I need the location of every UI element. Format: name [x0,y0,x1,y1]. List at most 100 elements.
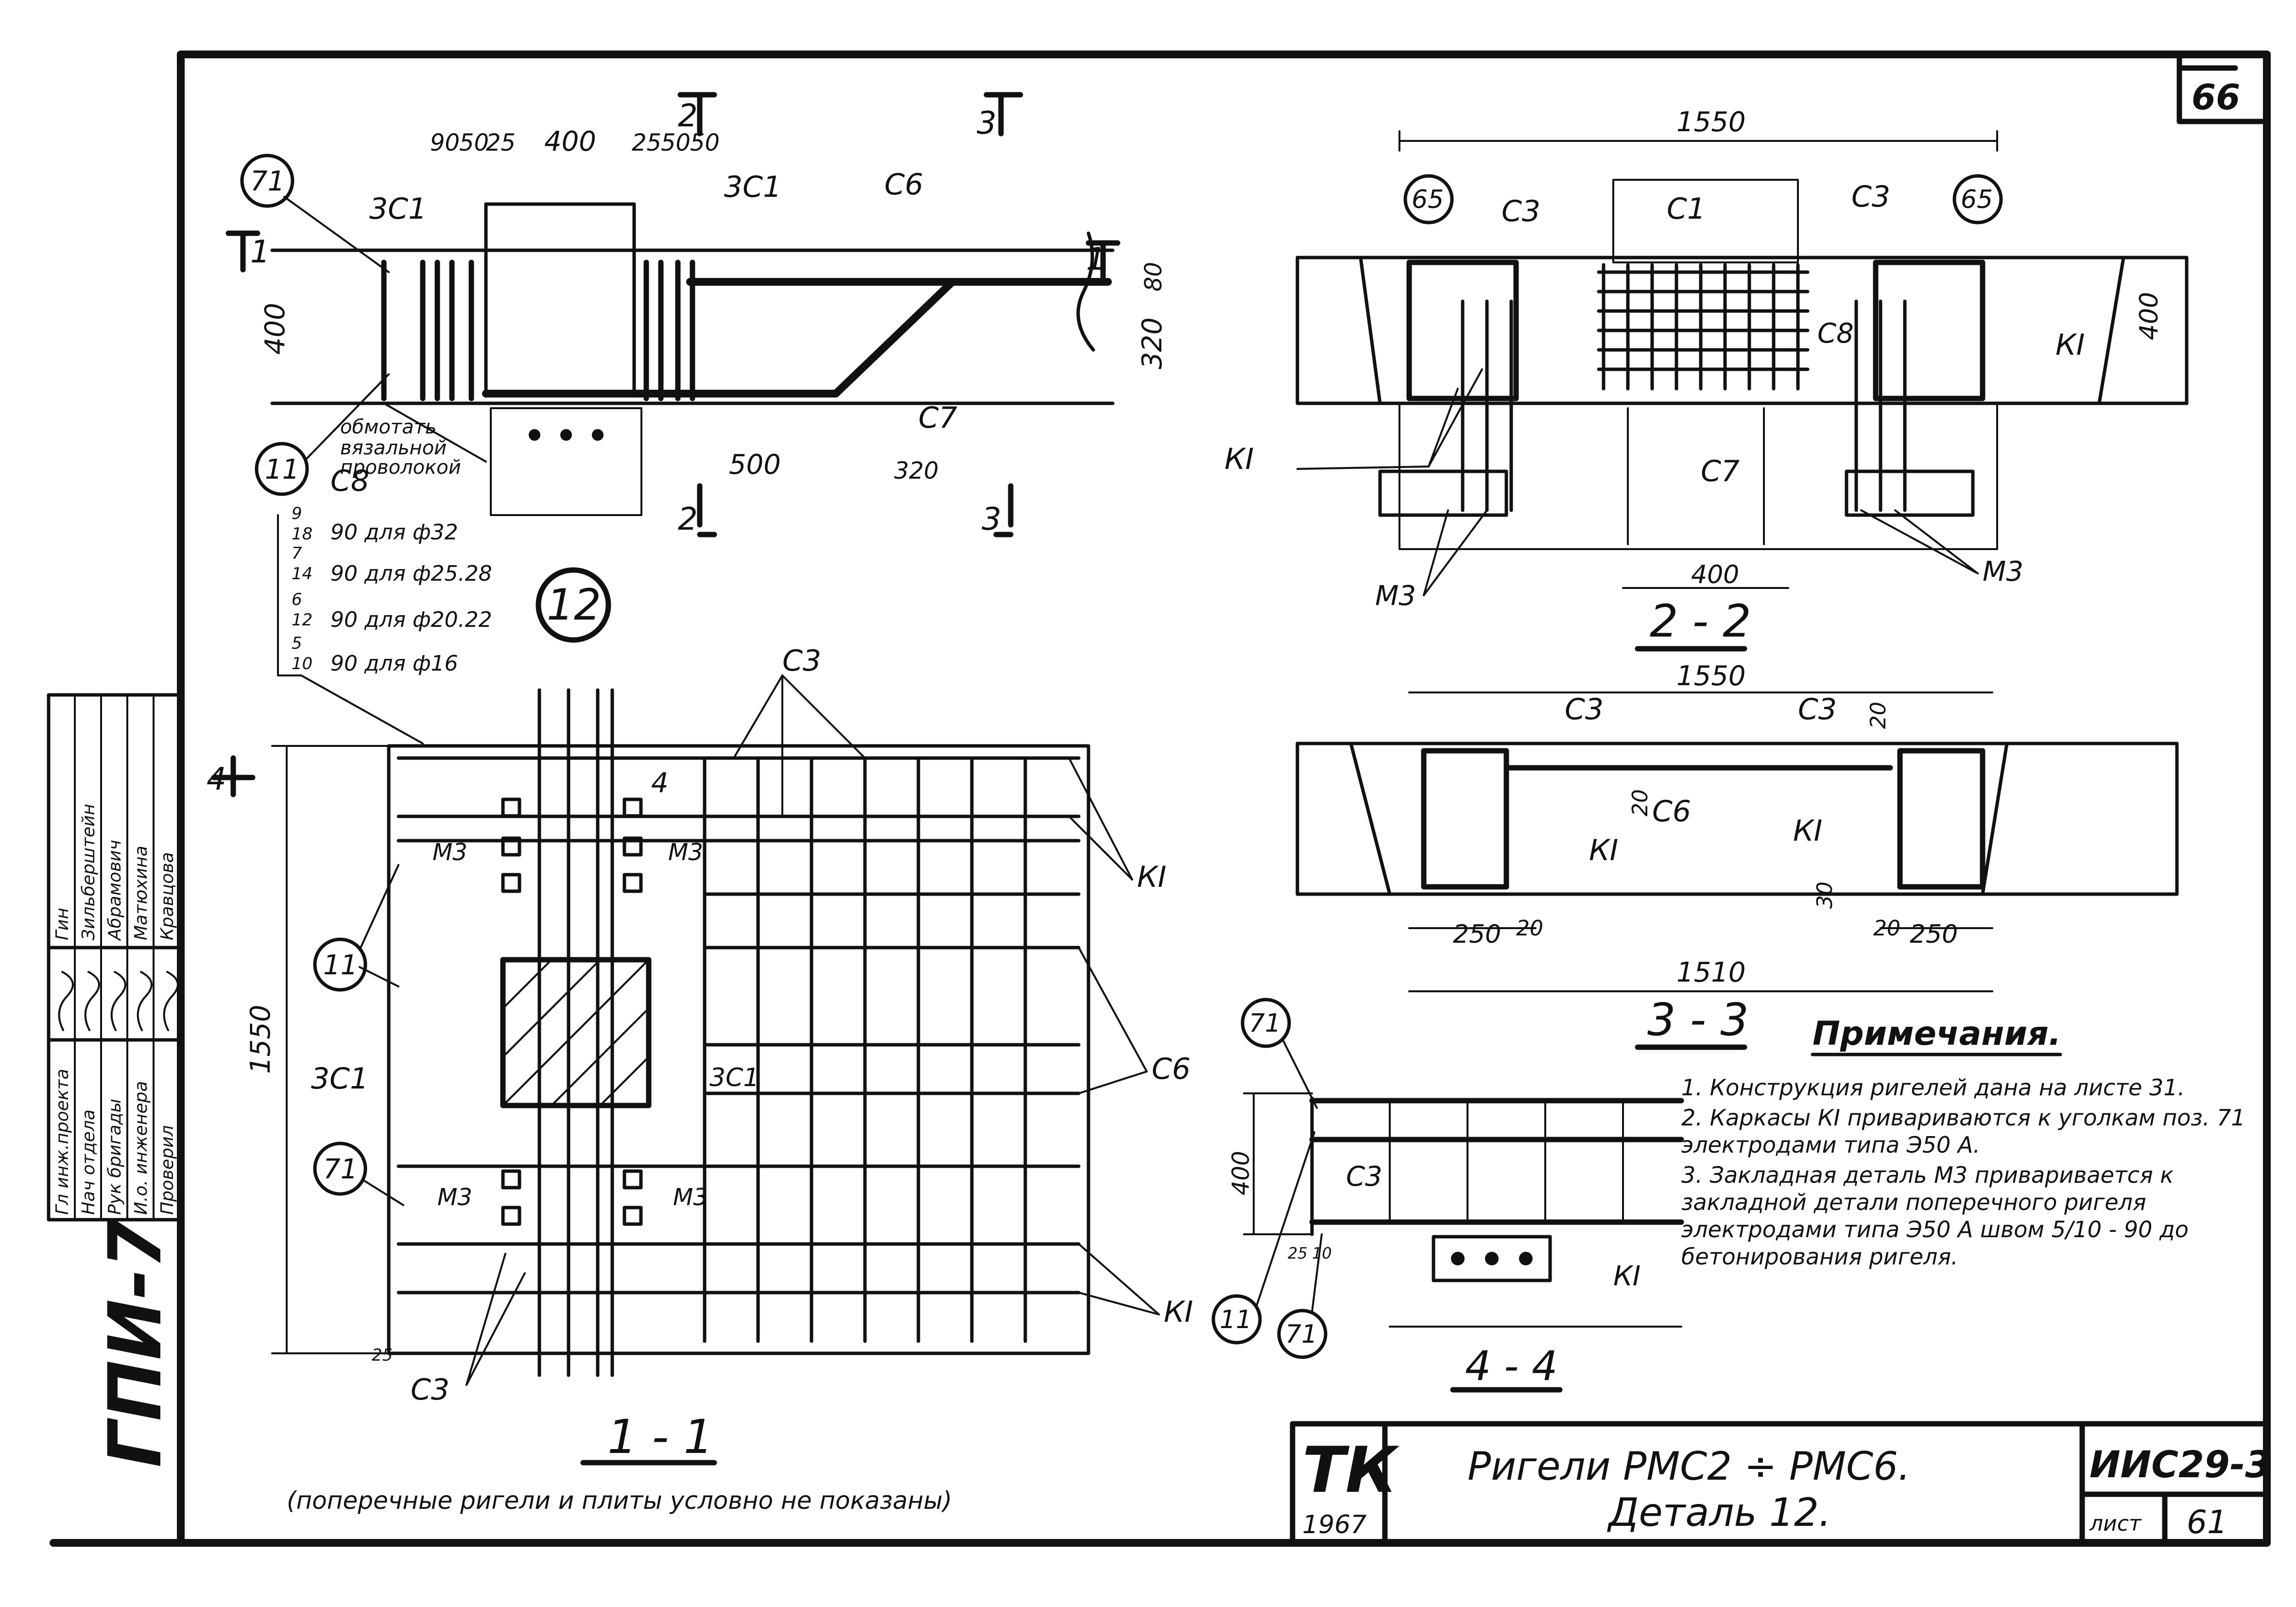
s33-label-ki-left: КI [1589,833,1618,867]
s22-label-c3-left: С3 [1502,194,1540,228]
s11-section-4-inner: 4 [651,767,669,799]
s11-callout-11 [313,864,399,992]
d12-sect-2-bottom: 2 [678,501,698,537]
s11-title: 1 - 1 [607,1410,713,1464]
approval-name-1: Гин [52,908,72,940]
d12-callout-71 [240,154,390,273]
signatures [58,971,179,1031]
s22-callout-65-left-label: 65 [1412,185,1444,214]
d12-dim-3: 25 [486,129,516,156]
s44-callout-71-bottom [1277,1233,1328,1359]
s33-label-c3-right: С3 [1798,692,1837,726]
weld-4-text: 90 для ф16 [330,651,458,676]
s11-label-3c1-left: 3С1 [311,1062,368,1096]
weld-2-den: 14 [292,564,312,584]
section-3-3-drawing [1295,691,2179,992]
d12-dim-5: 25 [632,129,661,156]
s22-label-c8: С8 [1817,318,1854,349]
s22-callout-65-right-label: 65 [1961,185,1993,214]
d12-label-c7: С7 [918,401,957,435]
approval-block [47,693,183,1222]
s44-dim-10: 10 [1312,1244,1332,1262]
d12-label-3c1-left: 3С1 [369,192,427,226]
d12-dim-6: 50 [661,129,691,156]
s11-label-c6: С6 [1152,1052,1191,1086]
sheet-number-top: 66 [2192,77,2240,118]
s22-title: 2 - 2 [1650,595,1751,647]
title-sheet-no: 61 [2187,1503,2227,1541]
s33-dim-width: 1550 [1676,660,1746,692]
weld-2-text: 90 для ф25.28 [330,561,492,586]
s11-label-m3-4: М3 [673,1184,708,1211]
s44-label-c3: С3 [1346,1161,1382,1192]
s44-label-ki: КI [1613,1261,1640,1292]
approval-title-4: И.о. инженера [131,1081,151,1215]
title-series: ИИС29-3 [2089,1443,2271,1486]
title-org: ТК [1302,1433,1400,1507]
d12-label-c8: С8 [330,464,369,498]
note-3: 3. Закладная деталь М3 приваривается к з… [1681,1162,2189,1270]
s33-dim-bottom: 1510 [1676,957,1746,988]
detail-12-elevation [270,202,1115,516]
d12-section-marks [225,92,1121,537]
s33-dim-20-left: 20 [1516,916,1543,941]
weld-3-text: 90 для ф20.22 [330,607,492,632]
s33-label-c3-left: С3 [1565,692,1604,726]
d12-dim-2: 50 [459,129,489,156]
s11-label-m3-1: М3 [432,839,467,866]
weld-2-num: 7 [292,544,302,563]
s33-label-c6: С6 [1652,795,1691,829]
d12-sect-3-top: 3 [977,105,997,141]
s22-label-m3-right: М3 [1983,556,2023,588]
s22-dim-bottom: 400 [1691,560,1739,589]
s11-label-c3-bottom: С3 [411,1373,449,1407]
s22-label-ki-right: КI [2055,328,2085,362]
notes-heading: Примечания. [1813,1015,2061,1053]
s11-label-m3-2: М3 [668,839,703,866]
s33-dim-20-right: 20 [1873,916,1900,941]
approval-name-5: Кравцова [157,852,177,941]
d12-sect-3-bottom: 3 [982,501,1001,537]
detail-12-marker [535,567,611,643]
d12-label-3c1-right: 3С1 [724,170,781,204]
note-2: 2. Каркасы КI привариваются к уголкам по… [1681,1105,2245,1158]
s33-label-ki-right: КI [1793,814,1822,848]
section-1-1-drawing [271,744,1090,1355]
d12-dim-7: 50 [690,129,720,156]
s44-dim-height: 400 [1227,1151,1255,1195]
s11-leaders [466,674,1160,1386]
s22-label-ki-left: КI [1225,442,1254,476]
left-strip-code: ГПИ-7 [93,1218,178,1468]
s11-label-c3-top: С3 [782,644,821,678]
s11-caption: (поперечные ригели и плиты условно не по… [287,1486,952,1515]
d12-dim-4: 400 [544,126,596,157]
d12-note-wire-1: обмотать [340,416,436,438]
s44-callout-71-bottom-label: 71 [1285,1320,1317,1349]
d12-callout-71-label: 71 [250,166,285,197]
s11-label-m3-3: М3 [437,1184,472,1211]
d12-bottom-500: 500 [729,449,781,481]
d12-bottom-320: 320 [894,457,939,484]
d12-callout-11 [255,373,390,496]
weld-4-den: 10 [292,654,312,674]
title-year: 1967 [1302,1510,1366,1539]
s33-dim-250-left: 250 [1453,920,1501,949]
s22-label-c3-right: С3 [1851,180,1890,214]
s33-title: 3 - 3 [1647,994,1749,1046]
d12-note-wire-2: вязальной [340,437,447,459]
approval-title-5: Проверил [157,1125,177,1215]
d12-sect-1-right: 1 [1086,242,1106,277]
approval-name-3: Абрамович [105,840,125,941]
s22-leaders [1296,368,1979,596]
s22-callout-65-left [1403,174,1454,225]
d12-dim-1: 90 [430,129,460,156]
d12-side-320: 320 [1137,317,1168,369]
weld-1-den: 18 [292,524,312,544]
s11-label-ki-bottom: КI [1164,1295,1193,1329]
s33-dim-20-top: 20 [1866,702,1891,729]
s44-title: 4 - 4 [1465,1342,1558,1390]
s44-callout-11 [1211,1131,1315,1345]
s22-dim-height: 400 [2135,292,2164,340]
approval-title-3: Рук бригады [105,1099,125,1215]
